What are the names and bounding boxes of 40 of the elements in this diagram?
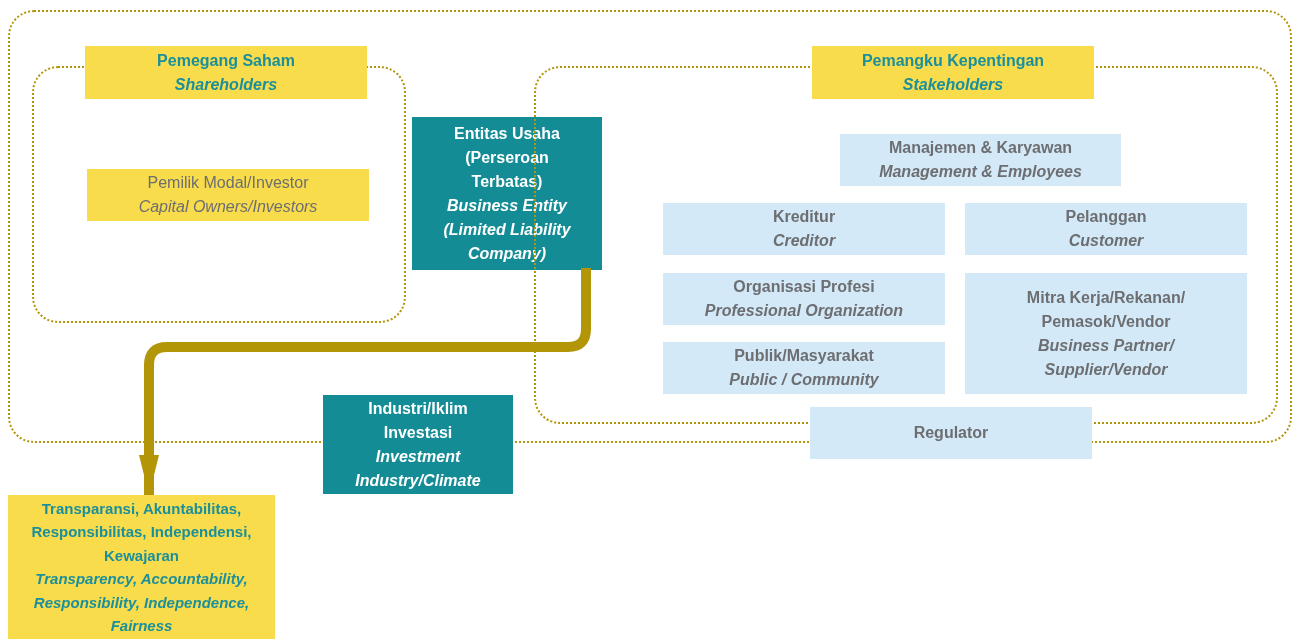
label-text: Pelanggan	[1065, 207, 1147, 227]
stakeholder-box	[663, 342, 945, 394]
arrow	[139, 268, 591, 495]
heading-box	[812, 46, 1094, 99]
dotted-group-frame	[8, 10, 1292, 443]
english-label: Business Entity (Limited Liability Company)	[442, 195, 572, 264]
label-text: Publik/Masyarakat	[734, 346, 874, 366]
label-text: Mitra Kerja/Rekanan/ Pemasok/Vendor	[1025, 287, 1187, 332]
entity-box	[412, 117, 602, 270]
label-text: Transparansi, Akuntabilitas, Responsibilitas, Independensi, Kewajaran	[30, 498, 253, 566]
english-label: Investment Industry/Climate	[354, 446, 482, 491]
stakeholder-box	[810, 407, 1092, 459]
heading-box	[85, 46, 367, 99]
english-label: Business Partner/ Supplier/Vendor	[1036, 335, 1177, 380]
stakeholder-box	[965, 273, 1247, 394]
stakeholder-box	[663, 273, 945, 325]
english-label: Stakeholders	[902, 74, 1004, 95]
label-text: Regulator	[913, 423, 989, 443]
english-label: Creditor	[772, 231, 836, 251]
entity-box	[323, 395, 513, 494]
label-text: Organisasi Profesi	[733, 277, 875, 297]
label-text: Pemilik Modal/Investor	[147, 173, 309, 193]
english-label: Transparency, Accountability, Responsibility, Independence, Fairness	[32, 569, 251, 636]
stakeholder-box	[663, 203, 945, 255]
english-label: Public / Community	[729, 370, 879, 390]
english-label: Capital Owners/Investors	[138, 197, 318, 217]
english-label: Shareholders	[174, 74, 278, 95]
principles-box	[8, 495, 275, 639]
group-box	[87, 169, 369, 221]
label-text: Industri/Iklim Investasi	[367, 398, 469, 443]
english-label: Professional Organization	[704, 301, 904, 321]
stakeholder-box	[965, 203, 1247, 255]
english-label: Management & Employees	[879, 162, 1082, 182]
label-text: Pemangku Kepentingan	[861, 50, 1045, 71]
label-text: Pemegang Saham	[157, 50, 295, 71]
english-label: Customer	[1068, 231, 1144, 251]
label-text: Manajemen & Karyawan	[888, 138, 1073, 158]
stakeholder-box	[840, 134, 1121, 186]
label-text: Kreditur	[772, 207, 836, 227]
label-text: Entitas Usaha (Perseroan Terbatas)	[453, 123, 561, 192]
